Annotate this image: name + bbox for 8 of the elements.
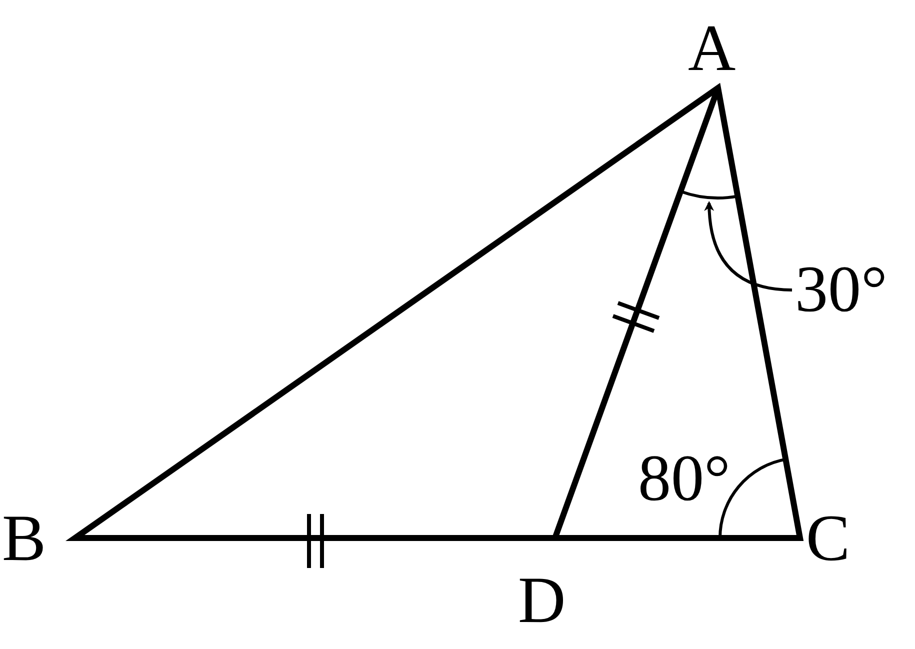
angle-arc [680,190,738,200]
angle-label: 80° [638,446,730,512]
vertex-label: B [2,506,46,572]
vertex-label: A [688,16,736,82]
leader-line [704,200,792,292]
vertex-label: C [806,506,850,572]
angle-label: 30° [795,257,888,323]
vertex-label: D [518,568,566,634]
